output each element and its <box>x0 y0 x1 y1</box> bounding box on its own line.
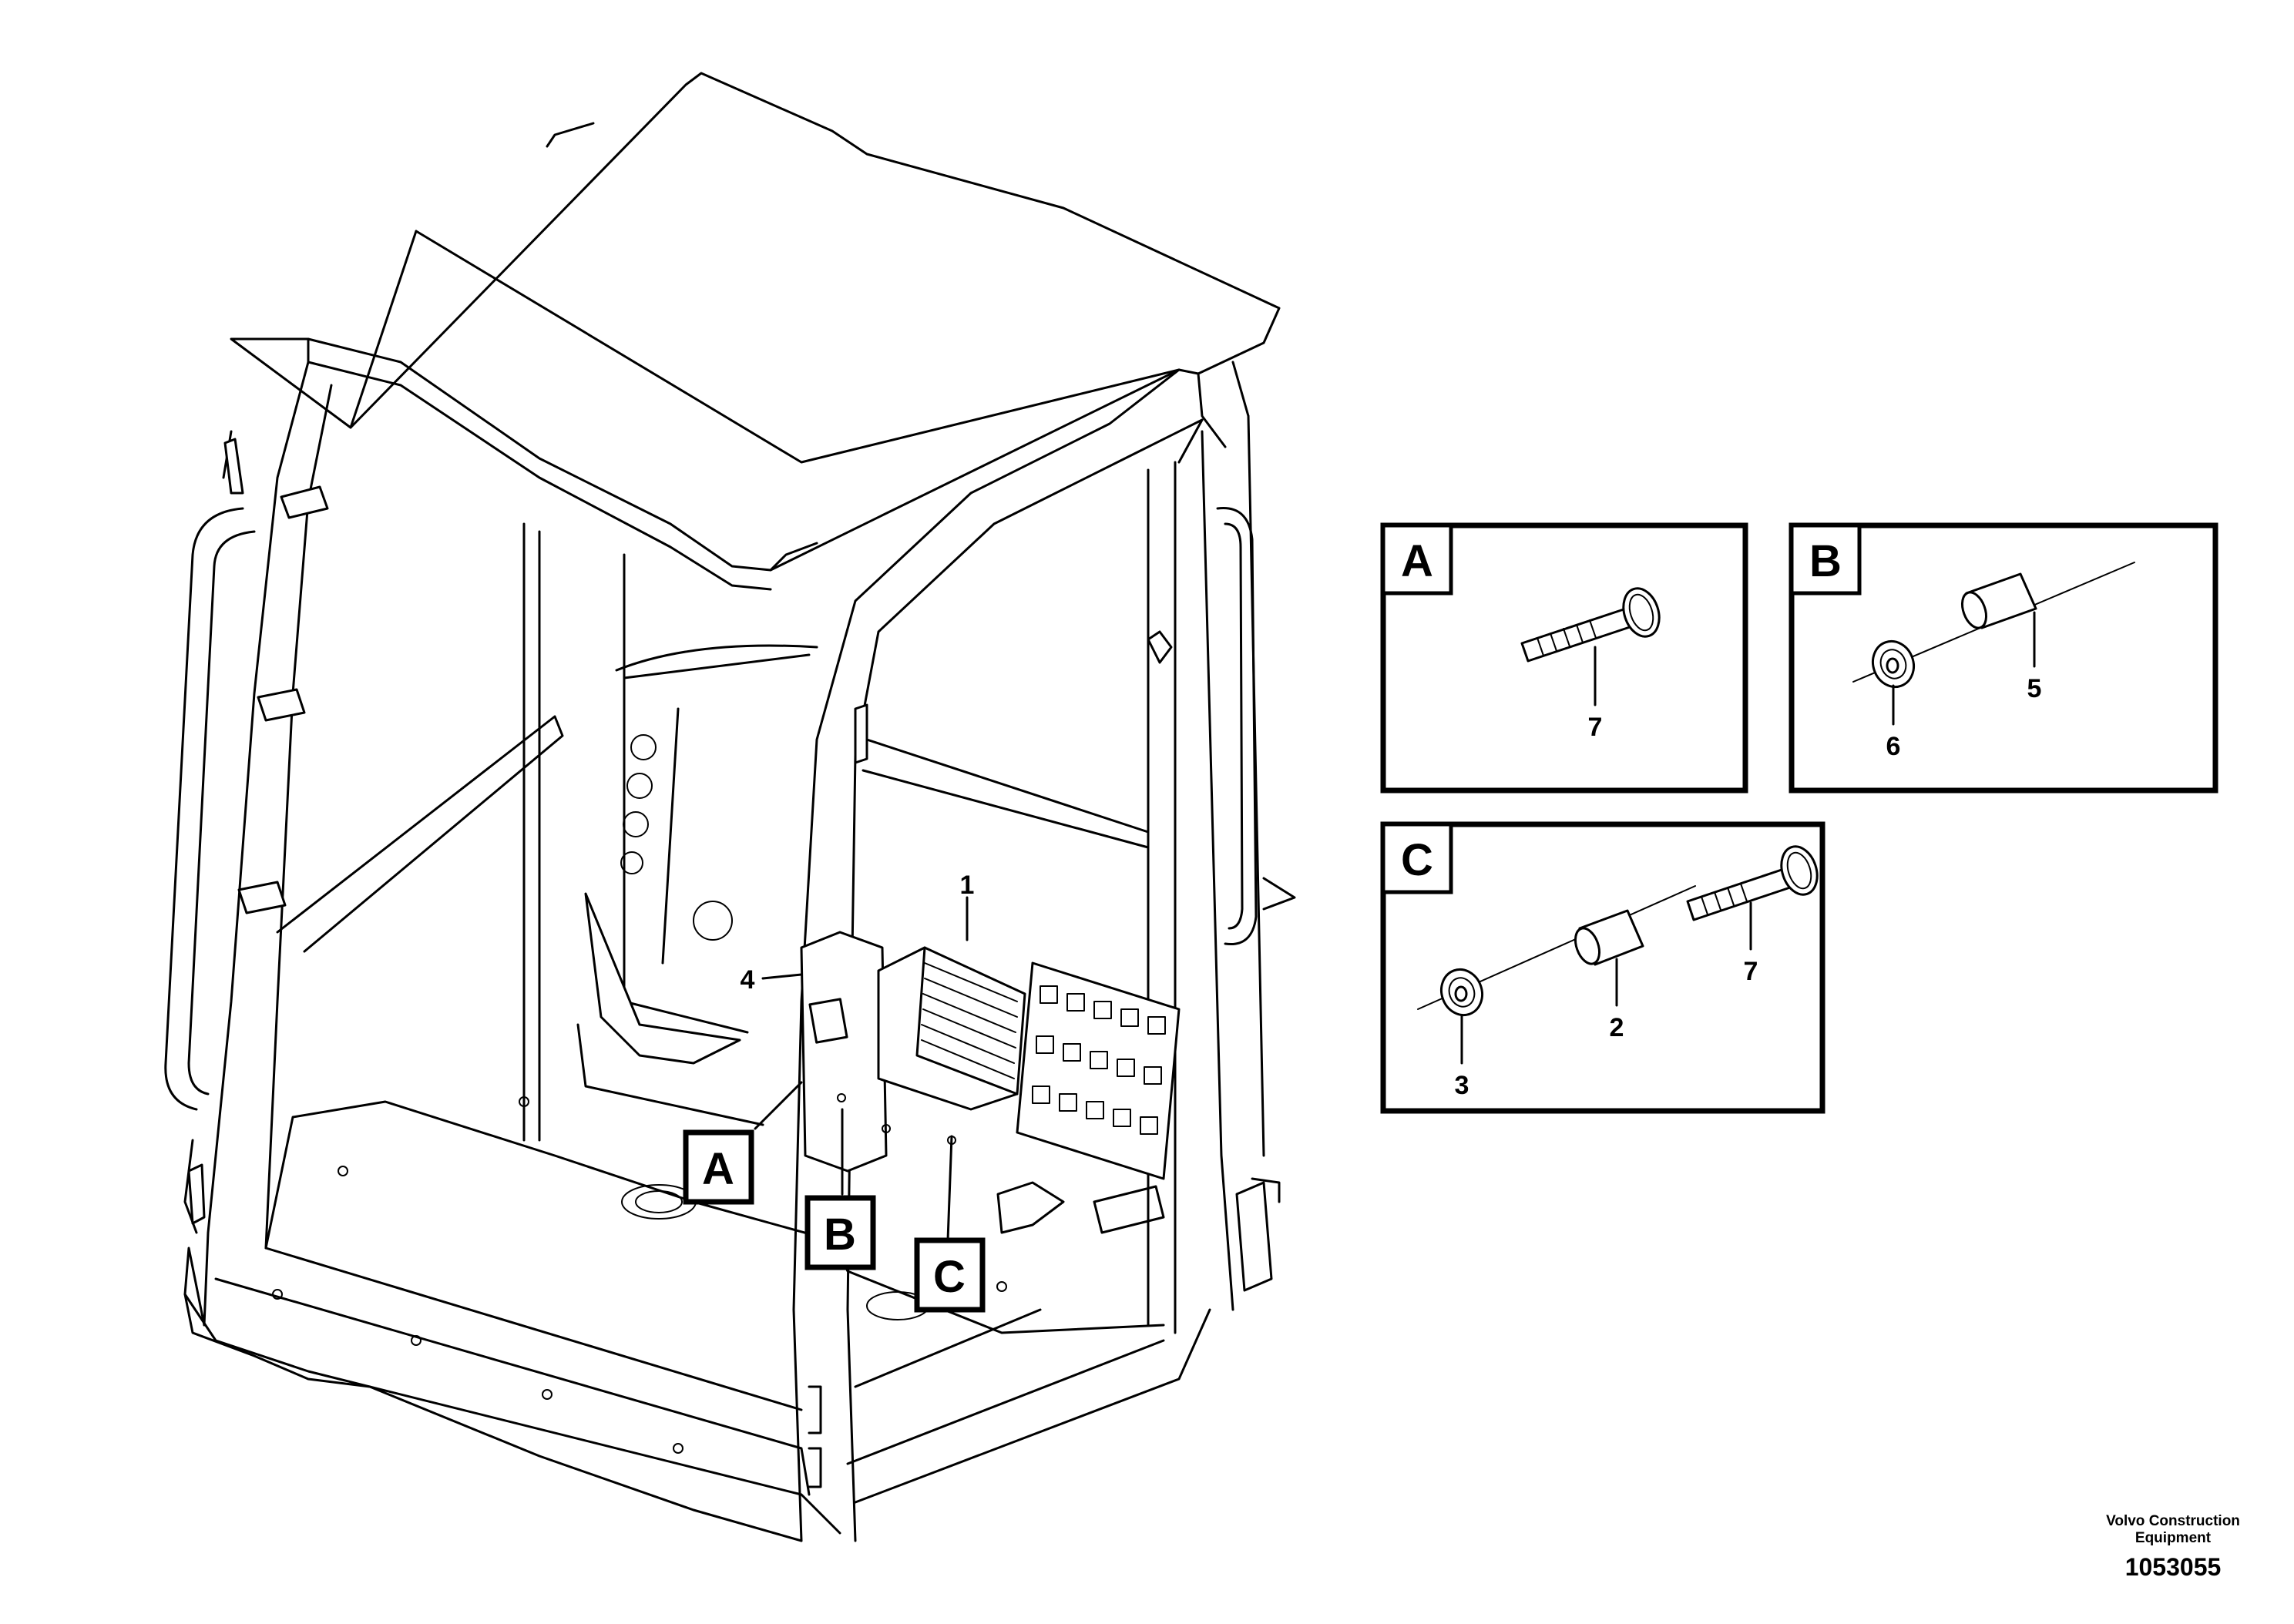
svg-text:A: A <box>702 1144 734 1194</box>
mounting-bracket-4 <box>800 931 888 1173</box>
detail-panel-a: A 7 <box>1380 522 1748 794</box>
company-name-line2: Equipment <box>2135 1530 2212 1546</box>
document-number: 1053055 <box>2125 1553 2222 1581</box>
part-number-1: 1 <box>960 871 975 900</box>
detail-b-part-5: 5 <box>2027 674 2042 703</box>
right-grab-handle <box>1216 507 1258 946</box>
nut-6-icon <box>1872 639 1915 689</box>
hinge-left-mid <box>257 688 306 722</box>
detail-c-part-7: 7 <box>1744 957 1758 986</box>
cab-illustration <box>164 72 1296 1542</box>
hinge-right <box>1235 1181 1273 1292</box>
detail-c-part-3: 3 <box>1455 1071 1469 1100</box>
detail-panel-a-letter: A <box>1401 536 1433 586</box>
spacer-5-icon <box>1960 572 2037 629</box>
cab-roof <box>230 72 1281 572</box>
bolt-7-icon <box>1686 845 1819 921</box>
front-pillar-clip <box>854 703 868 764</box>
detail-panel-b-letter: B <box>1809 536 1842 586</box>
detail-b-part-6: 6 <box>1886 732 1901 761</box>
svg-text:C: C <box>933 1252 966 1302</box>
callout-c[interactable]: C <box>914 1237 986 1313</box>
footer-block: Volvo Construction Equipment 1053055 <box>2106 1513 2240 1581</box>
detail-a-part-7: 7 <box>1588 713 1603 742</box>
bolt-7-icon <box>1520 587 1661 663</box>
detail-c-part-2: 2 <box>1610 1013 1624 1042</box>
wall-port <box>693 901 733 941</box>
detail-panel-c-letter: C <box>1401 835 1433 885</box>
hinge-left-low <box>237 881 287 914</box>
nut-3-icon <box>1440 968 1483 1017</box>
callout-a[interactable]: A <box>683 1129 754 1205</box>
detail-panel-c: C 3 2 7 <box>1380 821 1825 1114</box>
control-unit-1 <box>877 946 1026 1111</box>
part-number-4: 4 <box>741 965 755 995</box>
svg-text:B: B <box>824 1210 856 1260</box>
relay-board <box>1016 961 1181 1180</box>
detail-panel-b: B 6 5 <box>1789 522 2218 794</box>
electrical-unit <box>800 931 1181 1180</box>
left-grab-handle <box>164 507 244 1111</box>
callout-b[interactable]: B <box>804 1195 876 1270</box>
hinge-left-top <box>280 485 329 519</box>
spacer-2-icon <box>1574 909 1644 966</box>
company-name-line1: Volvo Construction <box>2106 1513 2240 1529</box>
